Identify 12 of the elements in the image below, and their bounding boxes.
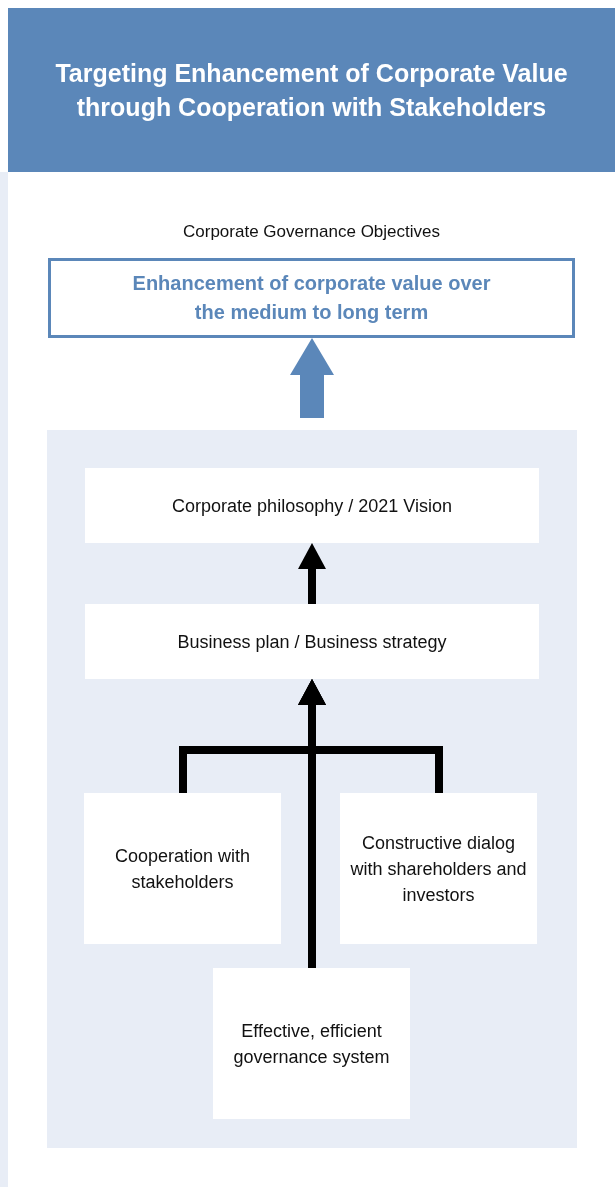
process-box: Effective, efficient governance system: [213, 968, 410, 1119]
title: Targeting Enhancement of Corporate Value through Cooperation with Stakeholders: [54, 58, 569, 123]
objectives-heading: Corporate Governance Objectives: [182, 221, 441, 243]
process-box: Cooperation with stakeholders: [84, 793, 281, 944]
process-box: Constructive dialog with shareholders and investors: [340, 793, 537, 944]
panel-background: [47, 430, 577, 1148]
arrow: [298, 543, 326, 604]
arrow: [290, 338, 334, 418]
arrow: [298, 679, 326, 968]
process-box: Business plan / Business strategy: [85, 604, 539, 679]
process-box: Corporate philosophy / 2021 Vision: [85, 468, 539, 543]
objective-text: Enhancement of corporate value over the medium to long term: [131, 271, 492, 325]
